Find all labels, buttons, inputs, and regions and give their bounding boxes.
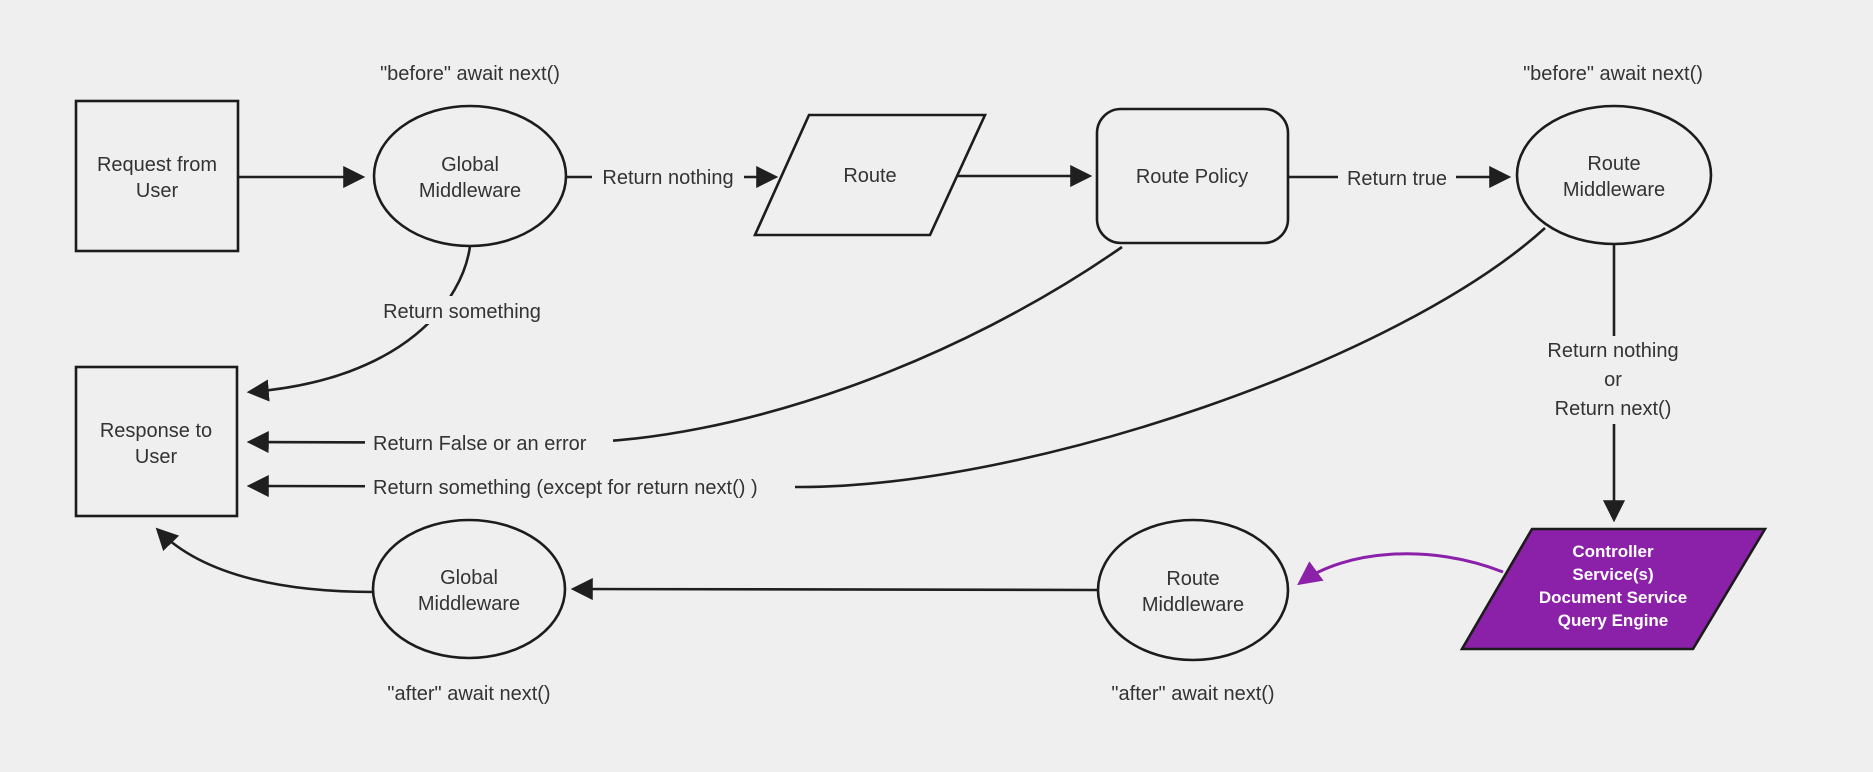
response-box (74, 365, 239, 518)
controller-label-line1: Controller (1572, 542, 1654, 561)
controller-label-line4: Query Engine (1558, 611, 1669, 630)
label-return-something: Return something (383, 301, 541, 323)
node-global-middleware-bottom: Global Middleware (371, 518, 567, 660)
label-return-nothing-or-line1: Return nothing (1547, 340, 1678, 362)
global-middleware-top-line1: Global (441, 154, 499, 176)
route-parallelogram (752, 113, 988, 237)
route-middleware-bottom-line1: Route (1166, 568, 1219, 590)
node-route: Route (752, 113, 988, 237)
label-return-nothing-or-line2: or (1604, 369, 1622, 391)
route-policy-box (1095, 107, 1290, 245)
edge-route-policy-to-response (246, 245, 1123, 454)
controller-parallelogram (1459, 527, 1768, 651)
node-global-middleware-top: Global Middleware (372, 104, 568, 248)
edge-global-mw-to-response (246, 245, 472, 402)
global-middleware-bottom-ellipse (371, 518, 567, 660)
node-controller-services: Controller Service(s) Document Service Q… (1459, 527, 1768, 651)
route-middleware-top-line2: Middleware (1563, 179, 1665, 201)
route-middleware-bottom-line2: Middleware (1142, 594, 1244, 616)
label-return-false-or-error: Return False or an error (373, 433, 587, 455)
node-route-middleware-bottom: Route Middleware (1096, 518, 1290, 662)
route-label: Route (843, 165, 896, 187)
edge-route-mw-bottom-to-global-mw-bottom (570, 577, 1099, 601)
route-middleware-top-ellipse (1515, 104, 1713, 246)
label-bg-return-nothing-or (1537, 336, 1691, 424)
route-policy-label: Route Policy (1136, 166, 1248, 188)
global-middleware-bottom-line2: Middleware (418, 593, 520, 615)
request-box (74, 99, 240, 253)
request-label-line2: User (136, 180, 179, 202)
label-return-nothing-or-line3: Return next() (1555, 398, 1672, 420)
label-return-nothing: Return nothing (602, 167, 733, 189)
route-middleware-top-line1: Route (1587, 153, 1640, 175)
label-bg-return-something-except (365, 473, 795, 501)
node-route-policy: Route Policy (1095, 107, 1290, 245)
edges (155, 164, 1626, 601)
label-return-true: Return true (1347, 168, 1447, 190)
global-middleware-top-ellipse (372, 104, 568, 248)
global-middleware-bottom-line1: Global (440, 567, 498, 589)
controller-label-line3: Document Service (1539, 588, 1687, 607)
label-after-await-left: "after" await next() (387, 683, 550, 705)
route-middleware-bottom-ellipse (1096, 518, 1290, 662)
label-bg-return-false (365, 429, 613, 457)
label-after-await-right: "after" await next() (1111, 683, 1274, 705)
label-bg-return-nothing (592, 162, 744, 190)
response-label-line1: Response to (100, 420, 212, 442)
global-middleware-top-line2: Middleware (419, 180, 521, 202)
label-bg-return-something (372, 296, 552, 324)
label-bg-return-true (1338, 163, 1456, 191)
edge-route-mw-to-response (246, 227, 1546, 498)
label-before-await-right: "before" await next() (1523, 63, 1703, 85)
request-label-line1: Request from (97, 154, 217, 176)
node-response-to-user: Response to User (74, 365, 239, 518)
edge-controller-to-route-mw-bottom (1297, 552, 1504, 586)
response-label-line2: User (135, 446, 178, 468)
label-before-await-left: "before" await next() (380, 63, 560, 85)
node-request-from-user: Request from User (74, 99, 240, 253)
controller-label-line2: Service(s) (1572, 565, 1653, 584)
edge-labels: "before" await next() "before" await nex… (365, 63, 1703, 705)
label-return-something-except: Return something (except for return next… (373, 477, 758, 499)
edge-global-mw-bottom-to-response (155, 527, 375, 594)
node-route-middleware-top: Route Middleware (1515, 104, 1713, 246)
